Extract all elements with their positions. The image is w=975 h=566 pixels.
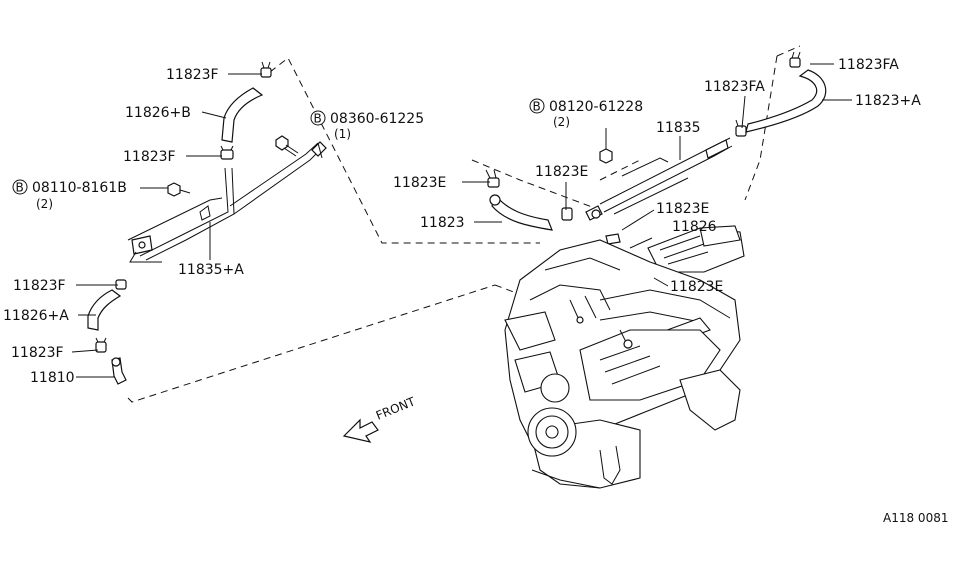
clamp-11823e-c: [605, 233, 621, 245]
pcv-valve-11810: [111, 357, 127, 385]
bolt-marker-icon: B: [529, 98, 545, 114]
callout-11823e-a: 11823E: [393, 175, 446, 191]
callout-bolt-08120-qty: (2): [553, 115, 570, 129]
hose-11826b: [221, 87, 264, 143]
callout-11823e-d: 11823E: [670, 279, 723, 295]
bolt-08360: [275, 135, 299, 157]
bolt-08110: [167, 182, 191, 197]
callout-bolt-08110-qty: (2): [36, 197, 53, 211]
bolt-marker-icon: B: [12, 179, 28, 195]
callout-11823e-b: 11823E: [535, 164, 588, 180]
callout-11823f-bottom: 11823F: [11, 345, 64, 361]
hose-11823: [489, 194, 553, 231]
callout-11823f-top: 11823F: [166, 67, 219, 83]
reference-dashed-lines: [127, 45, 801, 403]
bolt-marker-letter: B: [16, 181, 24, 195]
callout-11823e-c: 11823E: [656, 201, 709, 217]
callout-11823a: 11823+A: [855, 93, 921, 109]
clamp-11823f-mid: [220, 145, 234, 160]
clamp-11823f-bottom: [95, 337, 107, 353]
diagram-code: A118 0081: [883, 511, 948, 525]
engine-block: [504, 225, 745, 489]
clamp-11823f-top: [260, 61, 272, 78]
clamp-11823e-b: [561, 207, 573, 221]
callout-11823fa-a: 11823FA: [704, 79, 765, 95]
front-label: FRONT: [374, 394, 418, 423]
clamp-11823fa-b: [789, 51, 801, 68]
leader-lines: [71, 63, 852, 378]
front-arrow-icon: [342, 418, 379, 443]
callout-11826: 11826: [672, 219, 717, 235]
bolt-marker-letter: B: [533, 100, 541, 114]
hose-11826a: [87, 289, 122, 331]
clamp-11823fa-a: [735, 119, 747, 137]
callout-11823: 11823: [420, 215, 465, 231]
callout-bolt-08360-qty: (1): [334, 127, 351, 141]
callout-11810: 11810: [30, 370, 75, 386]
bolt-marker-icon: B: [310, 110, 326, 126]
callout-bolt-08360: 08360-61225: [330, 111, 424, 127]
callout-11835a: 11835+A: [178, 262, 244, 278]
clamp-11823e-a: [485, 169, 500, 188]
callout-11826b: 11826+B: [125, 105, 191, 121]
callout-bolt-08120: 08120-61228: [549, 99, 643, 115]
hose-11823a: [745, 69, 827, 133]
callout-11826a: 11826+A: [3, 308, 69, 324]
bolt-08120: [599, 128, 613, 164]
tube-11835: [585, 137, 733, 221]
callout-bolt-08110: 08110-8161B: [32, 180, 127, 196]
callout-11835: 11835: [656, 120, 701, 136]
callout-11823f-low: 11823F: [13, 278, 66, 294]
callout-11823f-mid: 11823F: [123, 149, 176, 165]
tube-11835a: [127, 141, 327, 263]
bolt-marker-letter: B: [314, 112, 322, 126]
callout-11823fa-b: 11823FA: [838, 57, 899, 73]
